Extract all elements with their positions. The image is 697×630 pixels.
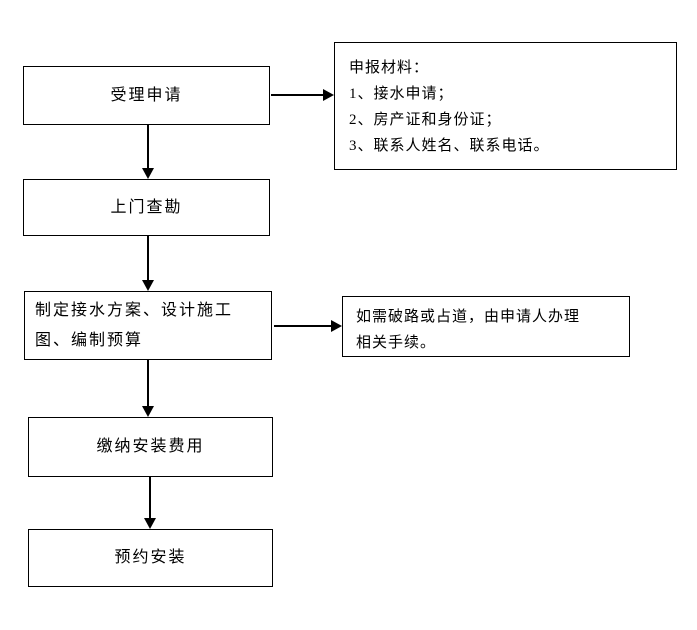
- arrowhead-right-icon: [323, 89, 334, 101]
- note-application-materials-label: 申报材料： 1、接水申请； 2、房产证和身份证； 3、联系人姓名、联系电话。: [349, 60, 550, 154]
- connector-accept-to-note: [271, 88, 334, 102]
- node-site-survey-label: 上门查勘: [110, 198, 183, 216]
- node-pay-installation-fee[interactable]: 缴纳安装费用: [28, 417, 273, 477]
- arrowhead-down-icon: [142, 406, 154, 417]
- node-accept-application[interactable]: 受理申请: [23, 66, 270, 125]
- connector-shaft: [271, 94, 323, 96]
- node-pay-installation-fee-label: 缴纳安装费用: [96, 438, 205, 455]
- connector-accept-to-survey: [141, 125, 155, 179]
- node-schedule-installation[interactable]: 预约安装: [28, 529, 273, 587]
- arrowhead-down-icon: [142, 168, 154, 179]
- node-schedule-installation-label: 预约安装: [114, 549, 187, 566]
- arrowhead-down-icon: [144, 518, 156, 529]
- connector-shaft: [274, 325, 331, 327]
- node-site-survey[interactable]: 上门查勘: [23, 179, 270, 236]
- connector-shaft: [147, 360, 149, 408]
- connector-pay-to-schedule: [143, 477, 157, 529]
- node-accept-application-label: 受理申请: [110, 86, 183, 104]
- note-road-permit: 如需破路或占道，由申请人办理 相关手续。: [342, 296, 630, 357]
- connector-shaft: [147, 236, 149, 282]
- connector-plan-to-note: [274, 319, 342, 333]
- note-application-materials: 申报材料： 1、接水申请； 2、房产证和身份证； 3、联系人姓名、联系电话。: [334, 42, 677, 170]
- connector-shaft: [147, 125, 149, 170]
- connector-survey-to-plan: [141, 236, 155, 291]
- node-plan-design-budget[interactable]: 制定接水方案、设计施工 图、编制预算: [24, 291, 272, 360]
- arrowhead-right-icon: [331, 320, 342, 332]
- node-plan-design-budget-label: 制定接水方案、设计施工 图、编制预算: [35, 301, 234, 349]
- note-road-permit-label: 如需破路或占道，由申请人办理 相关手续。: [356, 309, 581, 351]
- connector-plan-to-pay: [141, 360, 155, 417]
- arrowhead-down-icon: [142, 280, 154, 291]
- connector-shaft: [149, 477, 151, 520]
